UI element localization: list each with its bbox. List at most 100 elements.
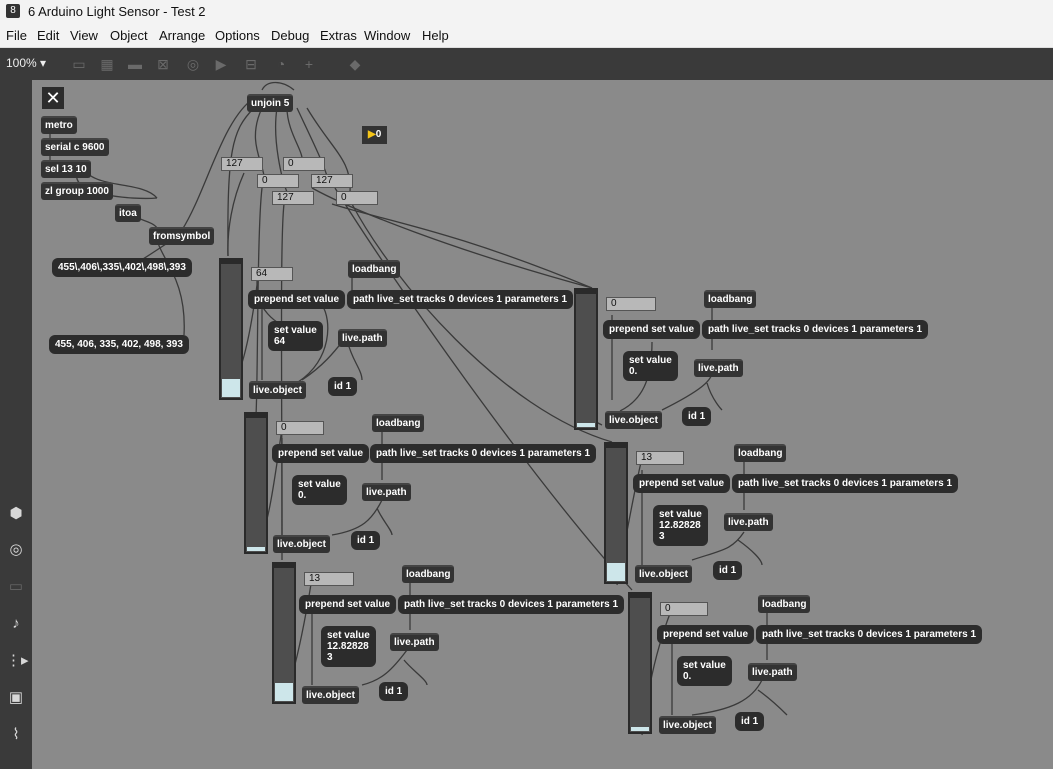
clip-icon[interactable]: ⋮▸ — [6, 652, 29, 669]
patcher-canvas[interactable]: ✕ metro serial c 9600 sel 13 10 zl group… — [32, 80, 1053, 769]
number-64[interactable]: 64 — [251, 267, 293, 281]
loadbang-2[interactable]: loadbang — [704, 290, 757, 308]
number-13-b[interactable]: 13 — [304, 572, 354, 586]
set-value-4[interactable]: set value 12.82828 3 — [653, 505, 708, 546]
number-0-b[interactable]: 0 — [257, 174, 299, 188]
dial-icon[interactable]: ◔ — [276, 56, 286, 72]
path-message-2[interactable]: path live_set tracks 0 devices 1 paramet… — [702, 320, 929, 339]
slider-2[interactable] — [574, 288, 598, 430]
live-path-6[interactable]: live.path — [748, 663, 797, 681]
id-message-4[interactable]: id 1 — [713, 561, 743, 580]
menu-file[interactable]: File — [6, 28, 27, 43]
path-message-6[interactable]: path live_set tracks 0 devices 1 paramet… — [756, 625, 983, 644]
loadbang-6[interactable]: loadbang — [758, 595, 811, 613]
live-path-5[interactable]: live.path — [390, 633, 439, 651]
slider-5[interactable] — [272, 562, 296, 704]
serial-object[interactable]: serial c 9600 — [41, 138, 109, 156]
slider-3[interactable] — [244, 412, 268, 554]
package-icon[interactable]: ⬢ — [9, 505, 23, 522]
live-object-6[interactable]: live.object — [659, 716, 716, 734]
slider-6[interactable] — [628, 592, 652, 734]
set-value-3[interactable]: set value 0. — [292, 475, 347, 505]
set-value-2[interactable]: set value 0. — [623, 351, 678, 381]
number-0-d[interactable]: 0 — [606, 297, 656, 311]
live-path-1[interactable]: live.path — [338, 329, 387, 347]
slider-1[interactable] — [219, 258, 243, 400]
number-127-a[interactable]: 127 — [221, 157, 263, 171]
number-0-c[interactable]: 0 — [336, 191, 378, 205]
presentation-icon[interactable]: ▭ — [72, 56, 86, 72]
path-message-1[interactable]: path live_set tracks 0 devices 1 paramet… — [347, 290, 574, 309]
number-127-c[interactable]: 127 — [272, 191, 314, 205]
path-message-5[interactable]: path live_set tracks 0 devices 1 paramet… — [398, 595, 625, 614]
path-message-4[interactable]: path live_set tracks 0 devices 1 paramet… — [732, 474, 959, 493]
id-message-1[interactable]: id 1 — [328, 377, 358, 396]
paperclip-icon[interactable]: ⌇ — [12, 726, 20, 743]
menu-debug[interactable]: Debug — [271, 28, 310, 43]
loadbang-4[interactable]: loadbang — [734, 444, 787, 462]
loadbang-5[interactable]: loadbang — [402, 565, 455, 583]
unjoin-object[interactable]: unjoin 5 — [247, 94, 294, 112]
zl-group-object[interactable]: zl group 1000 — [41, 182, 113, 200]
number-127-b[interactable]: 127 — [311, 174, 353, 188]
image-icon[interactable]: ▣ — [8, 689, 24, 706]
live-object-4[interactable]: live.object — [635, 565, 692, 583]
number-0-f[interactable]: 0 — [660, 602, 708, 616]
paint-bucket-icon[interactable]: ◆ — [349, 56, 361, 72]
prepend-4[interactable]: prepend set value — [633, 474, 731, 493]
id-message-2[interactable]: id 1 — [682, 407, 712, 426]
live-object-5[interactable]: live.object — [302, 686, 359, 704]
id-message-6[interactable]: id 1 — [735, 712, 765, 731]
prepend-6[interactable]: prepend set value — [657, 625, 755, 644]
menu-edit[interactable]: Edit — [37, 28, 60, 43]
menu-object[interactable]: Object — [110, 28, 148, 43]
grid-icon[interactable]: ▦ — [100, 56, 114, 72]
id-message-3[interactable]: id 1 — [351, 531, 381, 550]
path-message-3[interactable]: path live_set tracks 0 devices 1 paramet… — [370, 444, 597, 463]
metro-object[interactable]: metro — [41, 116, 77, 134]
prepend-2[interactable]: prepend set value — [603, 320, 701, 339]
live-path-4[interactable]: live.path — [724, 513, 773, 531]
music-note-icon[interactable]: ♪ — [12, 615, 20, 632]
message-icon[interactable]: ⊟ — [245, 56, 257, 72]
number-0-a[interactable]: 0 — [283, 157, 325, 171]
list-message-2[interactable]: 455, 406, 335, 402, 498, 393 — [49, 335, 189, 354]
plus-icon[interactable]: + — [304, 56, 314, 72]
menu-arrange[interactable]: Arrange — [159, 28, 206, 43]
flonum-box[interactable]: ▶0 — [362, 126, 388, 144]
button-icon[interactable]: ◎ — [186, 56, 200, 72]
zoom-level[interactable]: 100% ▾ — [6, 56, 47, 70]
set-value-6[interactable]: set value 0. — [677, 656, 732, 686]
comment-icon[interactable]: ▬ — [128, 56, 142, 72]
number-0-e[interactable]: 0 — [276, 421, 324, 435]
fromsymbol-object[interactable]: fromsymbol — [149, 227, 215, 245]
menu-help[interactable]: Help — [422, 28, 449, 43]
menu-view[interactable]: View — [70, 28, 98, 43]
prepend-5[interactable]: prepend set value — [299, 595, 397, 614]
menu-window[interactable]: Window — [364, 28, 411, 43]
live-object-2[interactable]: live.object — [605, 411, 662, 429]
number-13-a[interactable]: 13 — [636, 451, 684, 465]
sel-object[interactable]: sel 13 10 — [41, 160, 91, 178]
target-icon[interactable]: ◎ — [9, 541, 23, 558]
close-icon[interactable]: ✕ — [42, 87, 64, 109]
id-message-5[interactable]: id 1 — [379, 682, 409, 701]
loadbang-1[interactable]: loadbang — [348, 260, 401, 278]
prepend-3[interactable]: prepend set value — [272, 444, 370, 463]
keyboard-icon[interactable]: ▭ — [8, 578, 24, 595]
set-value-5[interactable]: set value 12.82828 3 — [321, 626, 376, 667]
menu-extras[interactable]: Extras — [320, 28, 357, 43]
toggle-icon[interactable]: ▶ — [215, 56, 227, 72]
live-object-1[interactable]: live.object — [249, 381, 306, 399]
live-path-2[interactable]: live.path — [694, 359, 743, 377]
list-message-1[interactable]: 455\,406\,335\,402\,498\,393 — [52, 258, 192, 277]
live-object-3[interactable]: live.object — [273, 535, 330, 553]
live-path-3[interactable]: live.path — [362, 483, 411, 501]
itoa-object[interactable]: itoa — [115, 204, 141, 222]
bubble-icon[interactable]: ⊠ — [157, 56, 169, 72]
slider-4[interactable] — [604, 442, 628, 584]
prepend-1[interactable]: prepend set value — [248, 290, 346, 309]
loadbang-3[interactable]: loadbang — [372, 414, 425, 432]
menu-options[interactable]: Options — [215, 28, 260, 43]
set-value-1[interactable]: set value 64 — [268, 321, 323, 351]
